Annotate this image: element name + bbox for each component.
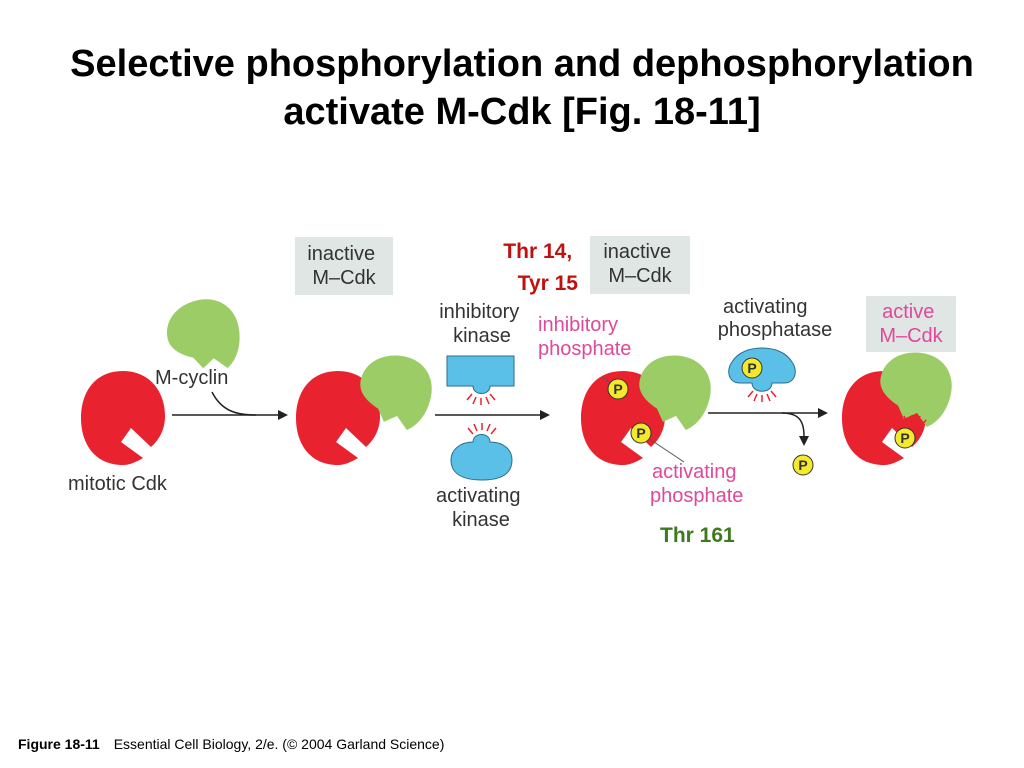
phosphatase-activity-burst <box>747 390 777 403</box>
activating-kinase-label: activating kinase <box>436 485 526 531</box>
inhibitory-phosphate-group <box>607 378 629 400</box>
activating-phosphate-label-line-1: activating <box>652 461 737 483</box>
slide-title: Selective phosphorylation and dephosphor… <box>0 40 1024 136</box>
inhibitory-kinase-label: inhibitory kinase <box>439 301 525 347</box>
inactive-label-1: inactive M–Cdk <box>307 243 380 289</box>
cyclin-binding-arrow <box>172 391 278 416</box>
slide-title-line-2: activate M-Cdk [Fig. 18-11] <box>283 91 761 133</box>
slide-title-line-1: Selective phosphorylation and dephosphor… <box>70 43 974 85</box>
inhibitory-phosphate-label-line-2: phosphate <box>538 338 631 360</box>
mitotic-cdk-label: mitotic Cdk <box>68 473 168 495</box>
phosphorylation-arrowhead <box>540 410 550 420</box>
figure-source: Essential Cell Biology, 2/e. (© 2004 Gar… <box>113 736 445 752</box>
m-cyclin-label: M-cyclin <box>155 367 228 389</box>
activating-phosphate-symbol: P <box>636 425 645 441</box>
phosphatase-bound-phosphate <box>741 357 763 379</box>
cyclin-binding-arrowhead <box>278 410 288 420</box>
figure-number: Figure 18-11 <box>18 736 100 752</box>
active-complex-phosphate-group <box>894 427 916 449</box>
inhibitory-kinase-activity-burst <box>466 393 496 406</box>
active-complex-phosphate-symbol: P <box>900 430 909 446</box>
m-cyclin-subunit <box>161 293 246 378</box>
thr14-tyr15-label: Thr 14, Tyr 15 <box>503 240 578 295</box>
released-phosphate-arrowhead <box>799 436 809 446</box>
figure-caption: Figure 18-11 Essential Cell Biology, 2/e.… <box>18 736 444 752</box>
activating-phosphatase-label: activating phosphatase <box>718 296 833 341</box>
activating-phosphate-pointer <box>650 439 685 463</box>
inactive-label-2: inactive M–Cdk <box>603 241 676 287</box>
mitotic-cdk-subunit <box>81 371 165 465</box>
dephosphorylation-arrowhead <box>818 408 828 418</box>
active-label: active M–Cdk <box>879 301 943 347</box>
phosphatase-bound-phosphate-symbol: P <box>747 360 756 376</box>
inactive-label-box-2 <box>590 236 690 294</box>
thr161-label: Thr 161 <box>660 524 735 547</box>
activating-phosphate-group <box>630 422 652 444</box>
released-phosphate-symbol: P <box>798 457 807 473</box>
inhibitory-phosphate-symbol: P <box>613 381 622 397</box>
dephosphorylation-arrow <box>708 412 818 437</box>
activating-phosphate-label-line-2: phosphate <box>650 485 743 507</box>
inhibitory-phosphate-label-line-1: inhibitory <box>538 314 618 336</box>
active-label-box <box>866 296 956 352</box>
inactive-label-box-1 <box>295 237 393 295</box>
released-phosphate-group <box>792 454 814 476</box>
activating-kinase-activity-burst <box>467 422 497 435</box>
inhibitory-kinase-shape <box>446 355 515 394</box>
activating-kinase-shape <box>450 434 513 481</box>
